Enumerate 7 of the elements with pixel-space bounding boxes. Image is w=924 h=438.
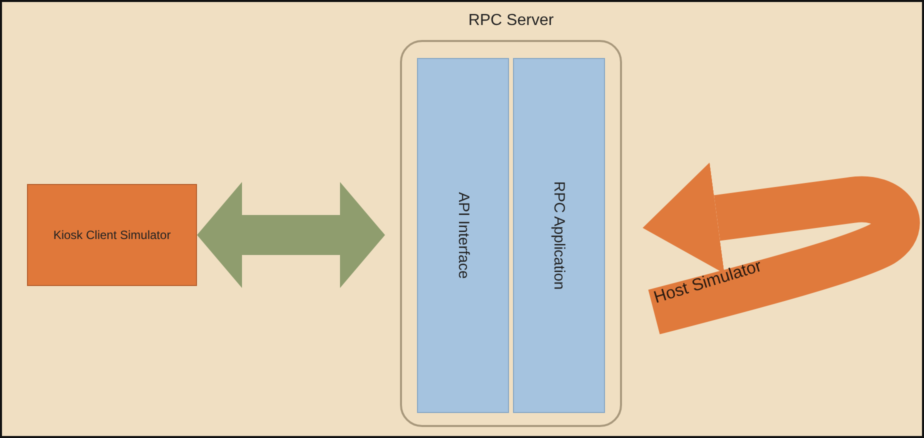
process-box: Kiosk Client Simulator — [27, 184, 197, 286]
layer-column: API Interface — [417, 58, 509, 413]
layer-column: RPC Application — [513, 58, 605, 413]
edge-label: Host Simulator — [652, 256, 764, 308]
group-heading: RPC Server — [467, 12, 555, 30]
curved-arrow — [642, 162, 920, 334]
double-arrow — [197, 182, 385, 288]
